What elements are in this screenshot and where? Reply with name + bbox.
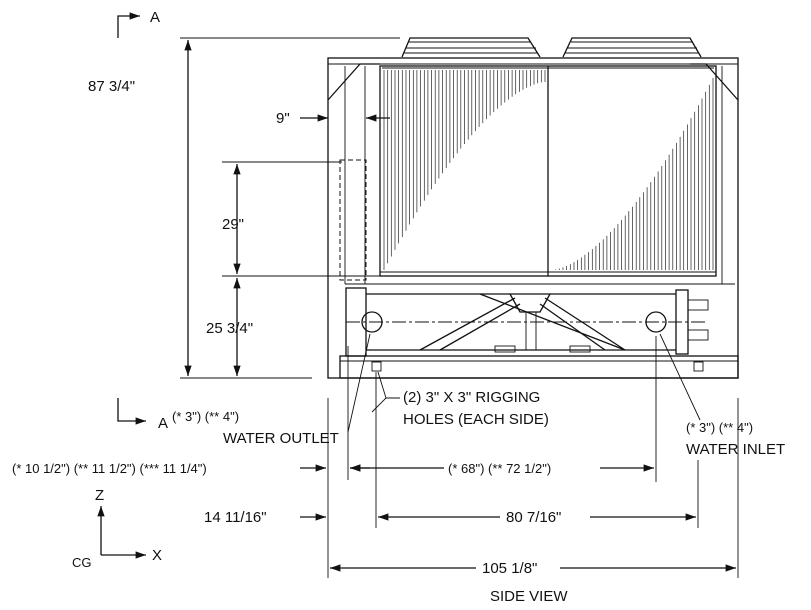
dim-fan-offset-label: 9" [276,110,290,127]
dim-outlet-offset: (* 10 1/2") (** 11 1/2") (*** 11 1/4") [12,461,370,476]
dim-rigging-spacing: 80 7/16" [378,509,696,526]
dim-overall-length-label: 105 1/8" [482,560,537,577]
section-mark-top: A [117,9,160,38]
water-inlet-label: WATER INLET [686,441,785,458]
rigging-label-2: HOLES (EACH SIDE) [403,411,549,428]
fan-guard-left [401,37,541,58]
unit-cabinet [327,57,739,379]
dim-nozzle-spacing-label: (* 68") (** 72 1/2") [448,461,551,476]
axis-cg-label: CG [72,555,92,570]
water-outlet-nozzle [361,311,383,333]
rigging-label-1: (2) 3" X 3" RIGGING [403,389,540,406]
dim-base-height: 25 3/4" [206,278,253,376]
water-inlet-callout: (* 3") (** 4") WATER INLET [659,333,785,458]
heat-exchanger-frame [345,287,709,357]
dim-outlet-offset-label: (* 10 1/2") (** 11 1/2") (*** 11 1/4") [12,461,207,476]
inlet-height-code: (* 3") (** 4") [686,420,753,435]
view-title: SIDE VIEW [490,588,568,605]
fan-guard-right [562,37,702,58]
dim-base-height-label: 25 3/4" [206,320,253,337]
water-outlet-callout: (* 3") (** 4") WATER OUTLET [172,333,371,447]
dim-coil-height: 29" [222,161,380,277]
dim-overall-height: 87 3/4" [88,37,400,379]
axis-triad: Z X CG [72,487,162,570]
water-inlet-nozzle [645,311,667,333]
dim-coil-height-label: 29" [222,216,244,233]
dim-overall-length: 105 1/8" [330,560,736,577]
dim-rigging-offset: 14 11/16" [204,509,326,526]
rigging-callout: (2) 3" X 3" RIGGING HOLES (EACH SIDE) [371,371,549,428]
coil-fins-right [555,78,714,270]
axis-x-label: X [152,547,162,564]
dim-fan-offset: 9" [276,110,390,127]
section-mark-bottom: A [117,398,168,432]
outlet-height-code: (* 3") (** 4") [172,409,239,424]
rigging-hole-right [693,361,704,372]
axis-z-label: Z [95,487,104,504]
water-outlet-label: WATER OUTLET [223,430,339,447]
section-mark-top-label: A [150,9,160,26]
dim-nozzle-spacing: (* 68") (** 72 1/2") [350,461,654,476]
coil-fins-left [383,70,546,270]
rigging-hole-left [371,361,382,372]
dim-rigging-offset-label: 14 11/16" [204,509,267,526]
dim-rigging-spacing-label: 80 7/16" [506,509,561,526]
section-mark-bottom-label: A [158,415,168,432]
hidden-outline [339,159,367,281]
dim-overall-height-label: 87 3/4" [88,78,135,95]
